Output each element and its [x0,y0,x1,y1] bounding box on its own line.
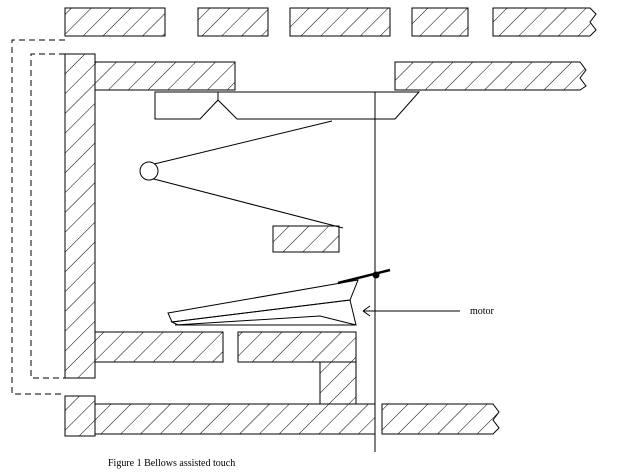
figure-caption: Figure 1 Bellows assisted touch [108,458,235,469]
top-block-4 [411,7,469,37]
support-post [319,361,357,405]
lower-shelf-left [94,331,224,363]
small-weight-block [272,225,340,253]
lower-shelf-right [237,331,357,363]
upper-pallet [154,91,421,120]
bottom-left-block [64,395,96,437]
top-block-3 [289,7,391,37]
upper-shelf-left [94,61,236,91]
bottom-bar [94,403,376,435]
left-wall [64,53,96,379]
top-block-1 [64,7,166,37]
link-pivot [372,271,380,279]
top-block-2 [197,7,269,37]
bellows [167,279,359,326]
motor-arrowhead [362,305,371,317]
dashed-outline [11,39,65,395]
bottom-right-bar [381,403,500,435]
upper-shelf-right [394,61,587,91]
motor-label: motor [470,306,495,317]
motor-link [337,268,391,285]
pivot-circle [139,161,159,181]
top-block-5 [492,7,597,37]
lever-arm [149,120,344,229]
